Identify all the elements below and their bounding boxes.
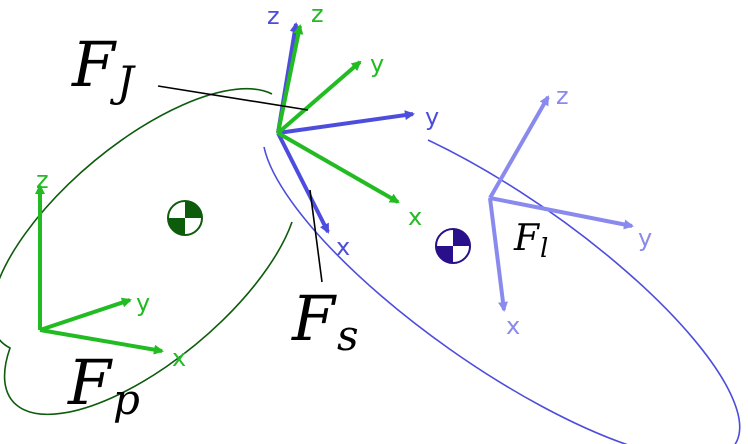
fl-y-axis	[489, 196, 634, 230]
fj-blue-y-axis	[277, 110, 415, 135]
fj-blue-x-axis	[276, 132, 330, 234]
frame-label-fj: FJ	[71, 28, 136, 106]
fp-main: F	[67, 346, 113, 419]
fj-green-z-axis	[276, 24, 304, 134]
fl-z-label: z	[556, 82, 569, 110]
distal-link-ellipse	[263, 139, 741, 444]
center-of-mass-icon	[435, 228, 471, 264]
fp-sub: p	[113, 375, 140, 424]
fj-green-x-axis	[277, 131, 400, 204]
center-of-mass-icon	[167, 200, 203, 236]
frame-label-fp: Fp	[67, 346, 140, 424]
fp-x-label: x	[172, 344, 186, 372]
frame-label-fs: Fs	[291, 282, 359, 360]
fj-main: F	[71, 28, 117, 101]
fl-main: F	[513, 218, 541, 259]
fj-leader-line	[157, 85, 309, 111]
fp-y-axis	[39, 297, 132, 332]
fp-z-label: z	[36, 166, 49, 194]
fl-x-axis	[488, 197, 508, 312]
fs-main: F	[291, 282, 337, 355]
fj-green-y-axis	[276, 60, 362, 135]
fs-sub: s	[337, 311, 359, 360]
proximal-link-ellipse	[0, 87, 293, 416]
fj-blue-z-label: z	[267, 2, 280, 30]
fj-green-z-label: z	[311, 0, 324, 28]
fl-y-label: y	[638, 224, 652, 252]
fl-z-axis	[488, 95, 550, 199]
fs-leader-line	[309, 189, 323, 283]
frame-fp-axes: z y x	[35, 166, 186, 372]
fp-y-label: y	[136, 289, 150, 317]
fj-green-y-label: y	[370, 50, 384, 78]
frame-label-fl: Fl	[513, 218, 548, 264]
fj-blue-y-label: y	[425, 103, 439, 131]
frame-fl-axes: z y x	[488, 82, 652, 340]
frame-fj-green-axes: z y x	[276, 0, 422, 231]
fj-blue-x-label: x	[336, 233, 350, 261]
fp-x-axis	[39, 328, 164, 355]
fl-sub: l	[540, 234, 548, 264]
fl-x-label: x	[506, 312, 520, 340]
fj-green-x-label: x	[408, 203, 422, 231]
